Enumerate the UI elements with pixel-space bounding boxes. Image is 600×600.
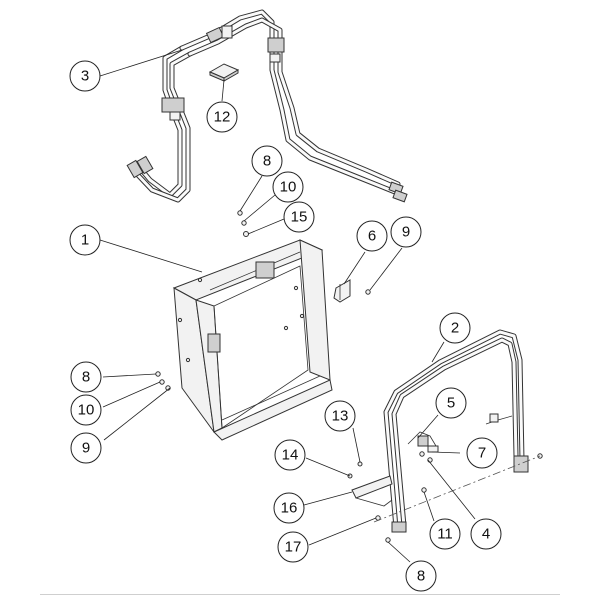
fasteners-left xyxy=(155,371,171,391)
bottom-divider xyxy=(40,594,560,595)
callout-17: 17 xyxy=(277,531,309,563)
callout-10-left: 10 xyxy=(70,394,102,426)
callout-2-label: 2 xyxy=(451,320,459,337)
callout-17-label: 17 xyxy=(285,539,302,556)
callout-8-bottom-label: 8 xyxy=(417,568,425,585)
callout-15-label: 15 xyxy=(291,209,308,226)
hose-assembly xyxy=(126,9,408,203)
callout-8-left: 8 xyxy=(70,361,102,393)
callout-4: 4 xyxy=(470,518,502,550)
guard-frame-part-2 xyxy=(383,329,543,533)
callout-7-label: 7 xyxy=(478,445,486,462)
callout-10-top-label: 10 xyxy=(280,179,297,196)
fasteners-top xyxy=(237,210,249,237)
callout-12-label: 12 xyxy=(214,109,231,126)
callout-8-top: 8 xyxy=(251,145,283,177)
callout-13: 13 xyxy=(324,400,356,432)
callout-3-label: 3 xyxy=(81,68,89,85)
centre-line xyxy=(373,455,541,523)
bracket-part-16 xyxy=(347,461,427,543)
callout-3: 3 xyxy=(69,60,101,92)
callout-14: 14 xyxy=(274,439,306,471)
callout-9-right-label: 9 xyxy=(402,224,410,241)
callout-12: 12 xyxy=(206,101,238,133)
callout-6-label: 6 xyxy=(368,228,376,245)
callout-5-label: 5 xyxy=(447,395,455,412)
callout-9-left-label: 9 xyxy=(82,440,90,457)
leader-lines xyxy=(99,49,476,563)
callout-7: 7 xyxy=(466,437,498,469)
callout-2: 2 xyxy=(439,312,471,344)
callout-16: 16 xyxy=(273,492,305,524)
plate-part-12 xyxy=(208,63,240,82)
callout-8-left-label: 8 xyxy=(82,369,90,386)
callout-10-left-label: 10 xyxy=(78,402,95,419)
callout-5: 5 xyxy=(435,387,467,419)
callout-1-label: 1 xyxy=(81,232,89,249)
callout-4-label: 4 xyxy=(482,526,490,543)
callout-11-label: 11 xyxy=(437,526,453,543)
callout-11: 11 xyxy=(429,518,461,550)
callout-10-top: 10 xyxy=(272,171,304,203)
callout-9-left: 9 xyxy=(70,432,102,464)
callout-15: 15 xyxy=(283,201,315,233)
callout-8-bottom: 8 xyxy=(405,560,437,592)
callout-9-right: 9 xyxy=(390,216,422,248)
callout-8-top-label: 8 xyxy=(263,153,271,170)
callout-13-label: 13 xyxy=(332,408,349,425)
callout-1: 1 xyxy=(69,224,101,256)
shroud-frame-part-1 xyxy=(172,239,333,441)
linkage-parts xyxy=(407,431,439,463)
bracket-part-6 xyxy=(333,279,371,303)
callout-6: 6 xyxy=(356,220,388,252)
callout-16-label: 16 xyxy=(281,500,298,517)
callout-14-label: 14 xyxy=(282,447,299,464)
